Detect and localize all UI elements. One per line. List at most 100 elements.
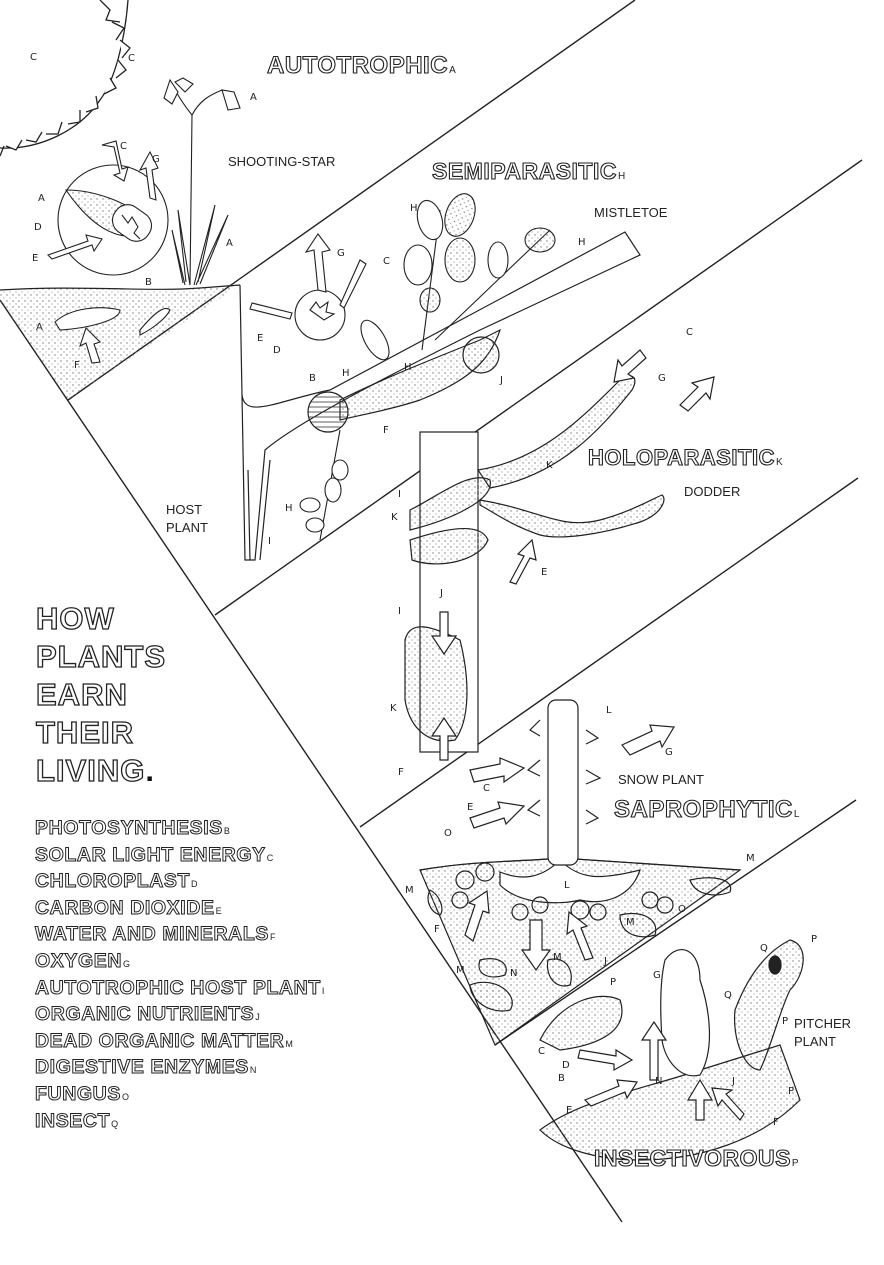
legend-item: SOLAR LIGHT ENERGYC xyxy=(35,843,324,871)
callout-letter: I xyxy=(398,489,401,500)
callout-letter: D xyxy=(273,345,281,356)
callout-letter: A xyxy=(250,92,257,103)
shooting-star-illustration xyxy=(46,77,241,364)
legend-key: Q xyxy=(111,1118,119,1129)
callout-letter: C xyxy=(128,53,135,64)
plant-name-pitcher-2: PLANT xyxy=(794,1034,836,1049)
callout-letter: C xyxy=(483,783,490,794)
main-title-last-word: LIVING xyxy=(35,752,146,788)
callout-letter: F xyxy=(398,767,404,778)
callout-letter: I xyxy=(398,606,401,617)
legend-label: PHOTOSYNTHESIS xyxy=(35,817,223,840)
main-title-line: EARN xyxy=(35,676,128,712)
plant-name-pitcher-1: PITCHER xyxy=(794,1016,852,1031)
callout-letter: G xyxy=(152,154,160,165)
callout-letter: K xyxy=(391,512,398,523)
callout-letter: J xyxy=(440,588,443,599)
legend-item: CHLOROPLASTD xyxy=(34,870,324,897)
legend-item: OXYGENG xyxy=(34,949,324,977)
callout-letter: K xyxy=(390,703,397,714)
host-plant-label-2: PLANT xyxy=(166,520,208,535)
callout-letter: A xyxy=(226,238,233,249)
legend-key: J xyxy=(255,1012,260,1023)
title-subscript: P xyxy=(791,1158,800,1169)
callout-letter: M xyxy=(456,965,465,976)
callout-letter: E xyxy=(566,1105,573,1116)
callout-letter: H xyxy=(404,362,412,373)
legend-label: CHLOROPLAST xyxy=(34,870,191,893)
title-text: HOLOPARASITIC xyxy=(587,444,775,470)
legend-key: N xyxy=(249,1065,257,1076)
callout-letter: M xyxy=(626,917,635,928)
title-insectivorous: INSECTIVOROUSP xyxy=(593,1144,800,1172)
callout-letter: B xyxy=(558,1073,565,1084)
title-semiparasitic: SEMIPARASITICH xyxy=(431,157,626,185)
legend-label: ORGANIC NUTRIENTS xyxy=(34,1003,255,1026)
callout-letter: M xyxy=(553,952,562,963)
callout-letter: Q xyxy=(760,943,768,954)
legend-item: INSECTQ xyxy=(34,1109,324,1137)
dodder-illustration xyxy=(404,349,715,761)
main-title-line: LIVING. xyxy=(35,752,166,790)
plant-name-dodder: DODDER xyxy=(684,484,741,499)
host-plant-label-1: HOST xyxy=(166,502,203,517)
legend-item: PHOTOSYNTHESISB xyxy=(35,817,324,844)
callout-letter: H xyxy=(342,368,350,379)
callout-letter: C xyxy=(120,141,127,152)
legend-key: I xyxy=(321,985,325,996)
legend-item: AUTOTROPHIC HOST PLANTI xyxy=(35,976,325,1004)
plant-name-mistletoe: MISTLETOE xyxy=(594,205,668,220)
legend-key: B xyxy=(223,826,230,836)
legend-label: DEAD ORGANIC MATTER xyxy=(34,1029,285,1052)
callout-letter: L xyxy=(564,880,570,891)
legend-label: DIGESTIVE ENZYMES xyxy=(35,1056,249,1079)
callout-letter: C xyxy=(686,327,693,338)
callout-letter: E xyxy=(32,253,39,264)
legend-item: WATER AND MINERALSF xyxy=(35,923,324,950)
callout-letter: B xyxy=(309,373,316,384)
callout-letter: P xyxy=(788,1086,795,1097)
callout-letter: H xyxy=(410,203,418,214)
plant-name-snow-plant: SNOW PLANT xyxy=(618,772,704,787)
main-title: HOW PLANTS EARN THEIR LIVING. xyxy=(35,600,166,790)
callout-letter: D xyxy=(562,1060,570,1071)
title-text: INSECTIVOROUS xyxy=(593,1144,791,1171)
callout-letter: P xyxy=(811,934,818,945)
title-saprophytic: SAPROPHYTICL xyxy=(613,795,800,824)
legend-label: CARBON DIOXIDE xyxy=(35,896,215,919)
callout-letter: C xyxy=(30,52,37,63)
callout-letter: E xyxy=(467,802,474,813)
callout-letter: C xyxy=(383,256,390,267)
legend-item: DEAD ORGANIC MATTERM xyxy=(34,1029,324,1057)
title-subscript: A xyxy=(449,65,457,76)
title-subscript: K xyxy=(775,457,784,468)
host-tree-illustration xyxy=(239,231,641,561)
callout-letter: L xyxy=(606,705,612,716)
main-title-line: HOW xyxy=(35,600,115,636)
callout-letter: E xyxy=(257,333,264,344)
callout-letter: I xyxy=(268,536,271,547)
legend-item: CARBON DIOXIDEE xyxy=(35,896,324,924)
callout-letter: F xyxy=(74,360,80,371)
callout-letter: G xyxy=(337,248,345,259)
callout-letter: D xyxy=(34,222,42,233)
callout-letter: M xyxy=(746,853,755,864)
callout-letter: M xyxy=(405,885,414,896)
callout-letter: A xyxy=(38,193,45,204)
main-title-line: THEIR xyxy=(35,714,134,750)
callout-letter: F xyxy=(773,1117,779,1128)
callout-letter: P xyxy=(782,1016,789,1027)
legend-label: AUTOTROPHIC HOST PLANT xyxy=(35,976,321,999)
legend-item: ORGANIC NUTRIENTSJ xyxy=(34,1003,324,1030)
callout-letter: P xyxy=(610,977,617,988)
callout-letter: C xyxy=(538,1046,545,1057)
callout-letter: J xyxy=(732,1076,735,1087)
callout-letter: O xyxy=(444,828,452,839)
callout-letter: O xyxy=(678,904,686,915)
callout-letter: G xyxy=(665,747,673,758)
legend-label: OXYGEN xyxy=(34,949,123,972)
title-text: SAPROPHYTIC xyxy=(613,795,793,823)
callout-letter: G xyxy=(653,970,661,981)
pitcher-plant-illustration xyxy=(539,939,804,1161)
